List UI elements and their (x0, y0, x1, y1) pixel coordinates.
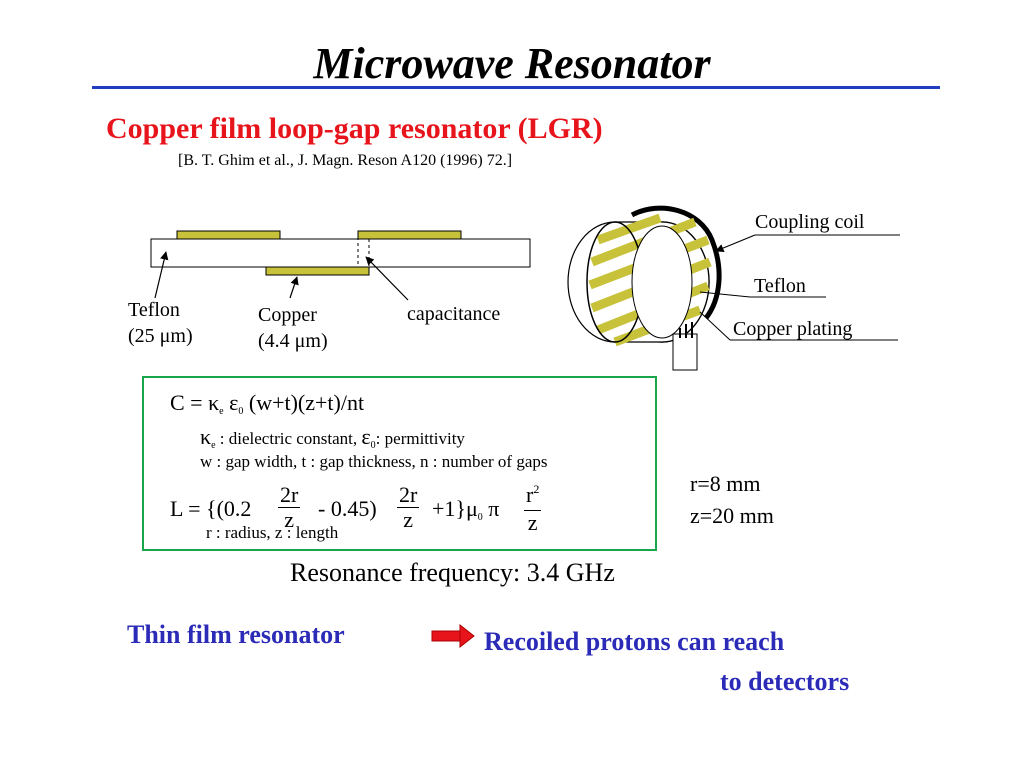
cylinder-resonator-diagram (567, 205, 900, 371)
copper-film-top-left (176, 230, 281, 240)
copper-label-line1: Copper (258, 304, 317, 326)
copper-label-line2: (4.4 μm) (258, 330, 328, 352)
copper-film-top-right (357, 230, 462, 240)
radius-value: r=8 mm (690, 471, 761, 496)
thin-film-resonator-label: Thin film resonator (127, 620, 345, 649)
capacitance-pointer-arrow (365, 256, 409, 301)
teflon-label-line2: (25 μm) (128, 325, 193, 347)
cylinder-teflon-label: Teflon (754, 275, 806, 297)
fraction-2r-over-z-1: 2r z (278, 482, 301, 532)
kappa-epsilon-definition: κe : dielectric constant, ε0: permittivi… (200, 424, 465, 451)
teflon-layer (150, 238, 531, 268)
fraction-2r-over-z-2: 2r z (397, 482, 420, 532)
formula-box (142, 376, 657, 551)
conclusion-text: Recoiled protons can reach to detectors (484, 622, 894, 702)
slide-title: Microwave Resonator (313, 39, 711, 88)
inductance-formula-part3: +1}μ0 π (432, 496, 500, 523)
teflon-thickness-label: Teflon (25 μm) (128, 297, 193, 349)
cross-section-diagram (150, 230, 531, 301)
conclusion-line1: Recoiled protons can reach (484, 627, 785, 656)
coax-cable (672, 333, 698, 371)
radius-length-definition: r : radius, z : length (206, 523, 339, 542)
cable-coil-loop (679, 322, 693, 338)
inductance-formula-part2: - 0.45) (318, 496, 377, 521)
coupling-coil-label: Coupling coil (755, 211, 865, 233)
copper-plating-pointer (699, 311, 731, 341)
fraction-r2-over-z: r2 z (524, 482, 542, 535)
slide-subtitle: Copper film loop-gap resonator (LGR) (106, 112, 603, 145)
copper-thickness-label: Copper (4.4 μm) (258, 302, 328, 354)
right-arrow-icon (431, 623, 475, 649)
cylinder-inner-end (631, 225, 693, 339)
copper-film-bottom (265, 266, 370, 276)
gap-definition: w : gap width, t : gap thickness, n : nu… (200, 452, 548, 471)
conclusion-line2: to detectors (720, 667, 850, 696)
coupling-coil (630, 205, 722, 320)
teflon-pointer-arrow (154, 251, 169, 299)
resonance-frequency: Resonance frequency: 3.4 GHz (290, 558, 615, 587)
copper-pointer-arrow (289, 276, 299, 299)
copper-plating-label: Copper plating (733, 318, 853, 340)
capacitance-label: capacitance (407, 303, 501, 325)
inductance-formula-part1: L = {(0.2 (170, 496, 252, 521)
title-underline (92, 86, 940, 89)
teflon-label-line1: Teflon (128, 299, 180, 321)
length-value: z=20 mm (690, 503, 774, 528)
citation-reference: [B. T. Ghim et al., J. Magn. Reson A120 … (178, 152, 513, 169)
resonator-parameters: r=8 mm z=20 mm (690, 468, 774, 532)
coupling-coil-pointer (715, 234, 756, 253)
capacitance-formula: C = κe ε0 (w+t)(z+t)/nt (170, 390, 365, 417)
teflon-pointer (699, 291, 751, 298)
